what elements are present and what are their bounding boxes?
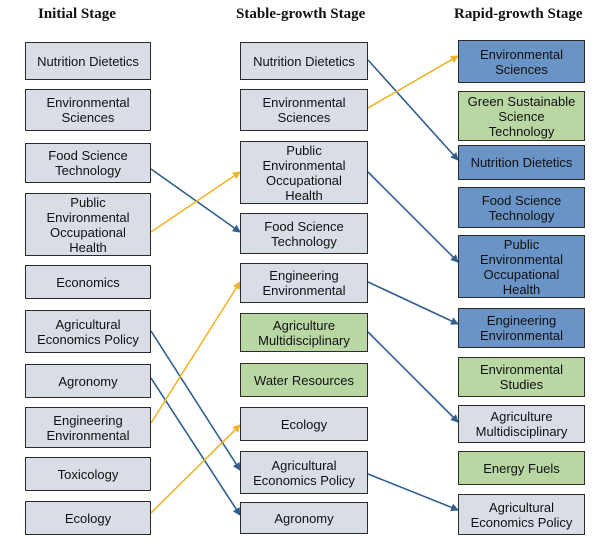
stage-title-rapid: Rapid-growth Stage [454, 6, 583, 22]
stable-node-public-environmental-health: Public Environmental Occupational Health [240, 141, 368, 204]
initial-node-economics: Economics [25, 265, 151, 299]
initial-node-food-science-technology: Food Science Technology [25, 143, 151, 183]
rapid-node-nutrition-dietetics: Nutrition Dietetics [458, 145, 585, 180]
rapid-node-public-environmental-health: Public Environmental Occupational Health [458, 235, 585, 298]
stable-node-agronomy: Agronomy [240, 502, 368, 534]
arrow-envsci-to-envsci [367, 55, 459, 109]
initial-node-ecology: Ecology [25, 501, 151, 535]
initial-node-nutrition-dietetics: Nutrition Dietetics [25, 42, 151, 80]
rapid-node-energy-fuels: Energy Fuels [458, 451, 585, 485]
arrow-agri-multi-to-agri-multi [367, 331, 459, 423]
stable-node-agriculture-multidisciplinary: Agriculture Multidisciplinary [240, 313, 368, 352]
rapid-node-environmental-sciences: Environmental Sciences [458, 40, 585, 83]
initial-node-agricultural-economics-policy: Agricultural Economics Policy [25, 310, 151, 353]
initial-node-agronomy: Agronomy [25, 364, 151, 398]
arrow-engineering-to-engineering-rapid [367, 281, 459, 325]
initial-node-environmental-sciences: Environmental Sciences [25, 89, 151, 131]
stage-title-initial: Initial Stage [38, 6, 116, 22]
rapid-node-green-sustainable-science: Green Sustainable Science Technology [458, 91, 585, 141]
arrow-agri-econ-to-agri-econ [150, 330, 241, 471]
arrow-agronomy-to-agronomy [150, 377, 241, 516]
stable-node-agricultural-economics-policy: Agricultural Economics Policy [240, 451, 368, 494]
stage-title-stable: Stable-growth Stage [236, 6, 366, 22]
initial-node-public-environmental-health: Public Environmental Occupational Health [25, 193, 151, 256]
arrow-agri-econ-to-agri-econ-rapid [367, 473, 459, 512]
arrow-nutrition-to-nutrition [367, 59, 459, 161]
rapid-node-environmental-studies: Environmental Studies [458, 357, 585, 397]
stable-node-nutrition-dietetics: Nutrition Dietetics [240, 42, 368, 80]
arrow-public-health-to-public-health [150, 171, 241, 233]
stable-node-water-resources: Water Resources [240, 363, 368, 397]
arrow-ecology-to-ecology [150, 424, 241, 514]
rapid-node-engineering-environmental: Engineering Environmental [458, 308, 585, 348]
stable-node-food-science-technology: Food Science Technology [240, 213, 368, 254]
stable-node-environmental-sciences: Environmental Sciences [240, 89, 368, 131]
rapid-node-food-science-technology: Food Science Technology [458, 187, 585, 228]
arrow-public-health-to-public-health-rapid [367, 171, 459, 263]
stable-node-engineering-environmental: Engineering Environmental [240, 263, 368, 303]
rapid-node-agriculture-multidisciplinary: Agriculture Multidisciplinary [458, 405, 585, 443]
stable-node-ecology: Ecology [240, 407, 368, 441]
rapid-node-agricultural-economics-policy: Agricultural Economics Policy [458, 494, 585, 535]
initial-node-engineering-environmental: Engineering Environmental [25, 407, 151, 448]
arrow-food-science-to-food-science [150, 168, 241, 233]
arrow-engineering-to-engineering [150, 281, 241, 424]
initial-node-toxicology: Toxicology [25, 457, 151, 491]
